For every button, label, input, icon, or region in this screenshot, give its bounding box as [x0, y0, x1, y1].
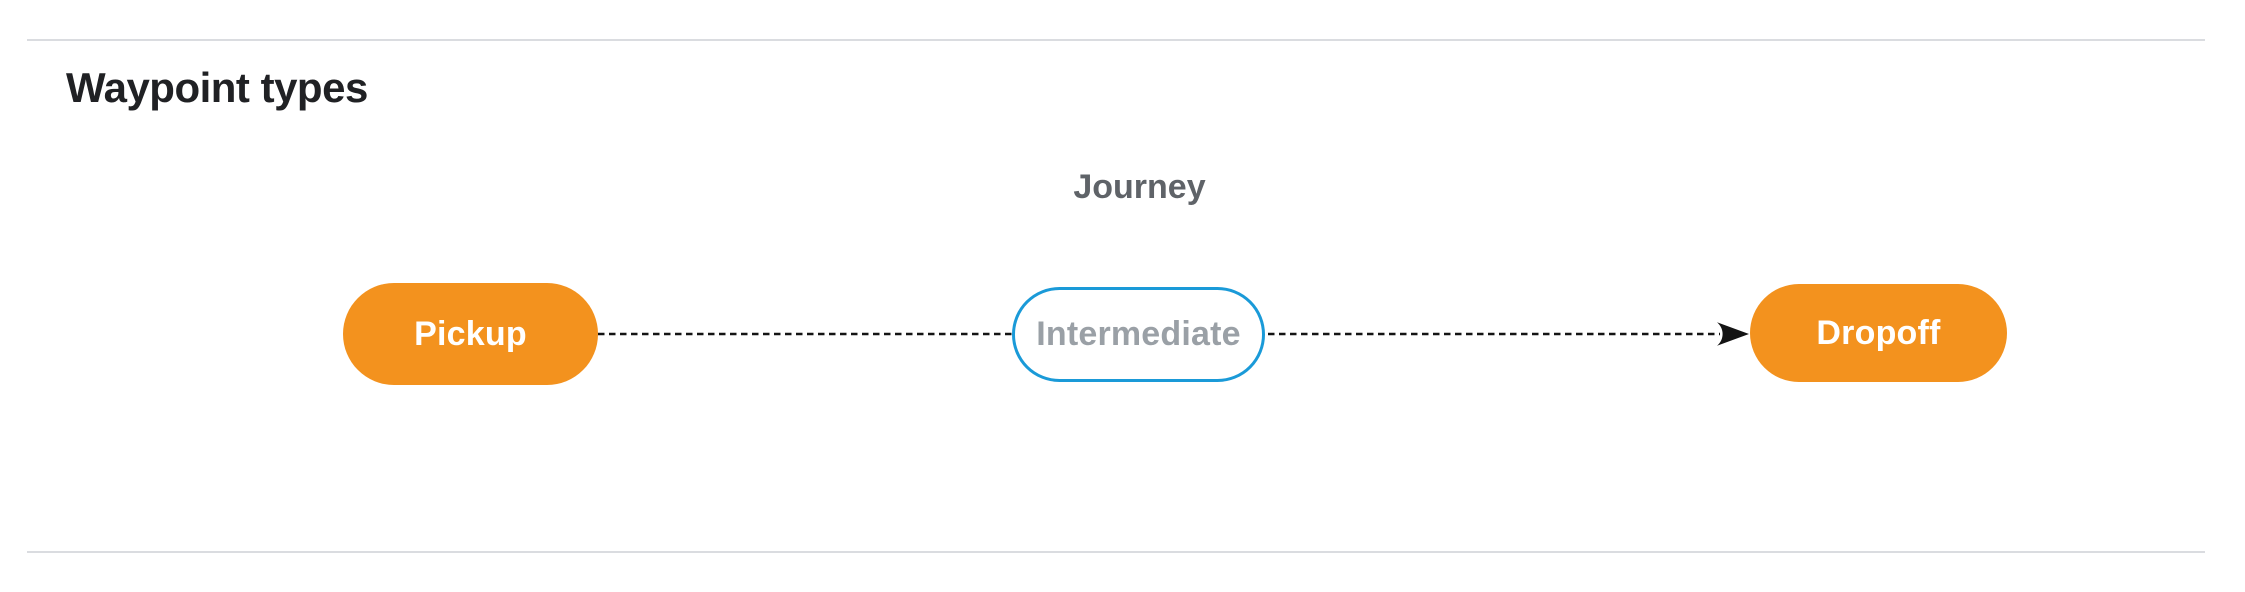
node-pickup: Pickup — [343, 283, 598, 385]
edge-intermediate-dropoff — [1268, 322, 1749, 346]
bottom-divider — [27, 551, 2205, 553]
node-dropoff: Dropoff — [1750, 284, 2007, 382]
node-dropoff-label: Dropoff — [1816, 313, 1941, 352]
arrowhead-icon — [1717, 322, 1749, 346]
journey-caption: Journey — [1073, 168, 1206, 206]
node-intermediate: Intermediate — [1012, 287, 1265, 382]
top-divider — [27, 39, 2205, 41]
node-pickup-label: Pickup — [414, 314, 527, 353]
node-intermediate-label: Intermediate — [1036, 315, 1241, 353]
edge-pickup-intermediate — [598, 332, 1013, 336]
page-title: Waypoint types — [66, 64, 368, 111]
